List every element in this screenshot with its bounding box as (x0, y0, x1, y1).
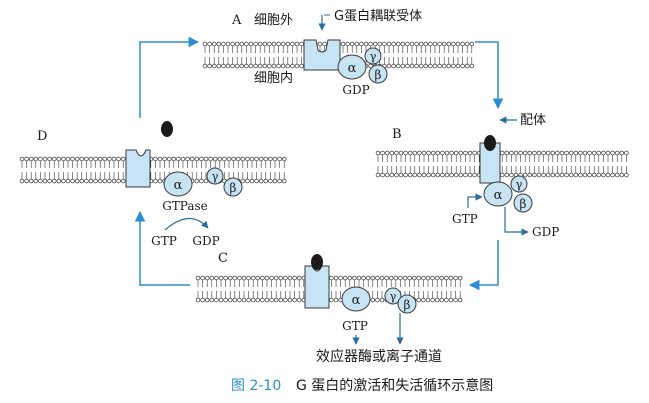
extracellular-label: 细胞外 (254, 13, 293, 28)
receptor-c (304, 265, 330, 309)
gdp-label-d: GDP (192, 234, 219, 248)
alpha-label-b: α (494, 188, 503, 203)
beta-subunit-b (513, 193, 533, 213)
panel-label-b: B (392, 127, 402, 142)
figure-caption: G 蛋白的激活和失活循环示意图 (296, 377, 493, 394)
receptor-label: G蛋白耦联受体 (334, 8, 422, 24)
panel-c: α γ β GTP C 效应器酶或离子通道 (218, 251, 442, 365)
gtpase-label: GTPase (162, 199, 208, 213)
gtp-label-d: GTP (151, 234, 177, 248)
gamma-subunit-c (384, 287, 402, 305)
alpha-label-a: α (348, 61, 357, 76)
gtp-label-c: GTP (342, 319, 368, 333)
gtp-in-arrow (467, 193, 483, 208)
alpha-subunit-d (163, 171, 193, 197)
gamma-label-c: γ (390, 290, 397, 303)
beta-subunit-c (397, 294, 417, 314)
figure-number: 图 2-10 (231, 378, 281, 394)
beta-subunit-a (368, 64, 388, 84)
beta-label-a: β (375, 68, 382, 82)
membrane-b (375, 150, 629, 178)
cycle-arrow-d-to-a (139, 36, 200, 118)
beta-label-d: β (230, 181, 237, 195)
gamma-label-d: γ (212, 170, 219, 183)
ligand-c (311, 254, 323, 270)
ligand-d (161, 121, 173, 137)
gamma-subunit-d (206, 167, 224, 185)
alpha-label-c: α (352, 293, 361, 308)
panel-label-d: D (37, 129, 47, 144)
gamma-subunit-a (364, 47, 382, 65)
cycle-arrow-b-to-c (468, 240, 499, 291)
gtp-label-b: GTP (452, 212, 478, 226)
panel-label-c: C (218, 251, 228, 266)
alpha-subunit-a (337, 54, 367, 80)
beta-subunit-d (223, 177, 243, 197)
gamma-label-b: γ (516, 178, 523, 191)
panel-a: α γ β GDP A 细胞外 细胞内 G蛋白耦联受体 (231, 8, 422, 97)
membrane-d (19, 156, 287, 184)
alpha-label-d: α (174, 178, 183, 193)
effector-label: 效应器酶或离子通道 (316, 348, 442, 365)
intracellular-label: 细胞内 (254, 70, 293, 86)
membrane-c (195, 275, 463, 303)
receptor-d (125, 149, 151, 188)
gtp-hydrolysis-arrow (164, 217, 209, 231)
gdp-out-arrow (504, 207, 529, 236)
alpha-subunit-c (341, 286, 371, 312)
panel-label-a: A (231, 13, 242, 28)
gdp-label-a: GDP (342, 83, 369, 97)
cycle-arrow-a-to-b (475, 41, 504, 110)
alpha-subunit-b (483, 181, 513, 207)
gamma-label-a: γ (370, 50, 377, 63)
receptor-a (303, 39, 341, 71)
beta-label-b: β (520, 197, 527, 211)
gdp-label-b: GDP (532, 225, 559, 239)
ligand-b (484, 135, 496, 151)
panel-d: α γ β GTPase D GTP GDP (37, 121, 243, 248)
gamma-subunit-b (510, 175, 528, 193)
panel-b: α γ β B 配体 GTP GDP (392, 113, 559, 239)
ligand-label: 配体 (520, 113, 546, 128)
cycle-arrow-c-to-d (134, 210, 190, 286)
beta-label-c: β (404, 298, 411, 312)
